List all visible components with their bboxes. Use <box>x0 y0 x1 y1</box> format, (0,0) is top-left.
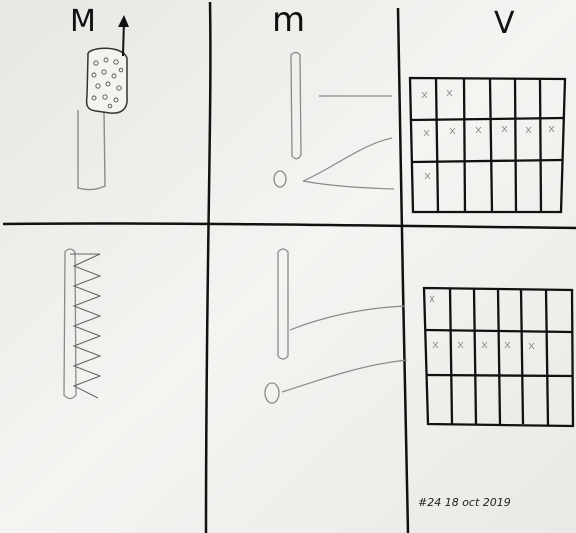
column-heading-m-lower: m <box>272 0 305 40</box>
column-heading-v: V <box>494 6 515 41</box>
sheet-date-note: #24 18 oct 2019 <box>418 496 511 509</box>
column-heading-m-upper: M <box>70 4 96 39</box>
